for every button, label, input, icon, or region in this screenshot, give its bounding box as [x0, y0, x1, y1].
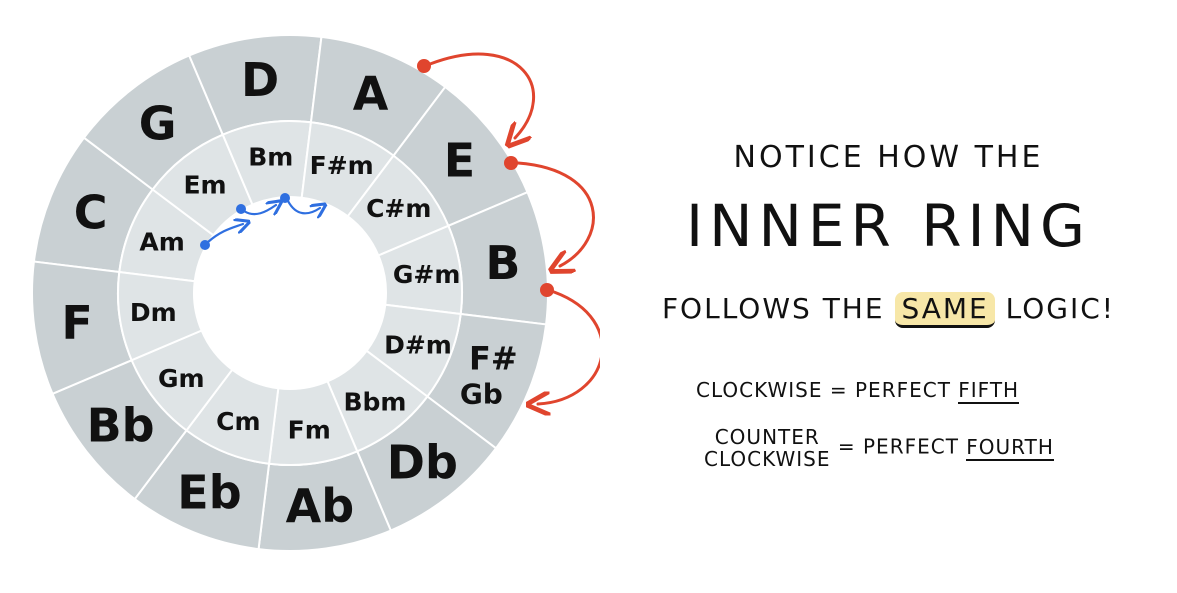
label-inner-Bm: Bm	[248, 142, 293, 171]
blue-arrow-Em-to-Bm	[242, 205, 276, 214]
label-outer-Fsharp-Gb-main: F#	[469, 340, 518, 378]
label-outer-Bb: Bb	[87, 398, 155, 452]
red-dot-B	[540, 283, 554, 297]
counter-clockwise-label: COUNTER CLOCKWISE	[704, 426, 831, 470]
explanation-panel: NOTICE HOW THE INNER RING FOLLOWS THE SA…	[600, 130, 1177, 490]
counter-label-1: COUNTER	[714, 425, 820, 449]
label-outer-F: F	[61, 296, 92, 350]
label-inner-Gm: Gm	[158, 364, 205, 393]
counter-label-2: CLOCKWISE	[704, 447, 831, 471]
label-outer-E: E	[444, 134, 475, 188]
blue-arrow-Am-to-Em	[206, 224, 243, 244]
clockwise-value-underlined: FIFTH	[958, 378, 1020, 404]
counter-clockwise-definition: COUNTER CLOCKWISE = PERFECT FOURTH	[704, 426, 1054, 470]
label-outer-Fsharp-Gb-sub: Gb	[460, 378, 503, 411]
label-inner-Em: Em	[183, 170, 226, 199]
label-outer-G: G	[139, 97, 177, 151]
inner-ring-heading: INNER RING	[686, 192, 1091, 260]
clockwise-value-pre: PERFECT	[855, 378, 951, 402]
red-arrow-B-to-Fsharp	[538, 290, 600, 404]
label-inner-Gsharpm: G#m	[393, 260, 461, 289]
blue-arrow-Bm-to-Fsharpm	[286, 199, 320, 213]
label-inner-Dm: Dm	[130, 298, 177, 327]
line3-post: LOGIC!	[1005, 292, 1116, 325]
same-logic-heading: FOLLOWS THE SAME LOGIC!	[600, 292, 1177, 328]
line3-pre: FOLLOWS THE	[661, 292, 885, 325]
red-arrow-A-to-E	[428, 52, 535, 138]
label-inner-Csharpm: C#m	[366, 194, 431, 223]
red-arrow-E-to-B	[516, 161, 595, 266]
counter-value-pre: PERFECT	[863, 434, 959, 459]
red-dot-A	[417, 59, 431, 73]
same-highlight: SAME	[895, 292, 995, 328]
label-outer-Db: Db	[387, 435, 458, 489]
label-inner-Fsharpm: F#m	[310, 151, 374, 180]
label-inner-Fm: Fm	[288, 416, 331, 445]
counter-equals: =	[837, 434, 856, 459]
label-outer-C: C	[74, 185, 108, 239]
notice-heading: NOTICE HOW THE	[733, 140, 1044, 175]
label-outer-B: B	[485, 236, 520, 290]
label-inner-Am: Am	[139, 227, 184, 256]
red-arrows	[417, 52, 600, 404]
label-outer-D: D	[241, 53, 279, 107]
clockwise-label: CLOCKWISE	[696, 378, 823, 402]
center-hole	[194, 197, 386, 389]
outer-ring-major-keys	[31, 34, 549, 552]
label-inner-Cm: Cm	[216, 407, 260, 436]
blue-arrows	[200, 193, 320, 250]
label-inner-Dsharpm: D#m	[384, 331, 452, 360]
counter-value-underlined: FOURTH	[966, 434, 1054, 461]
label-outer-A: A	[353, 67, 389, 121]
clockwise-equals: =	[829, 378, 848, 402]
label-outer-Ab: Ab	[286, 479, 355, 533]
red-dot-E	[504, 156, 518, 170]
clockwise-definition: CLOCKWISE = PERFECT FIFTH	[696, 378, 1020, 404]
label-outer-Eb: Eb	[177, 465, 241, 519]
inner-ring-minor-keys	[117, 120, 463, 466]
label-inner-Bbm: Bbm	[343, 388, 406, 417]
